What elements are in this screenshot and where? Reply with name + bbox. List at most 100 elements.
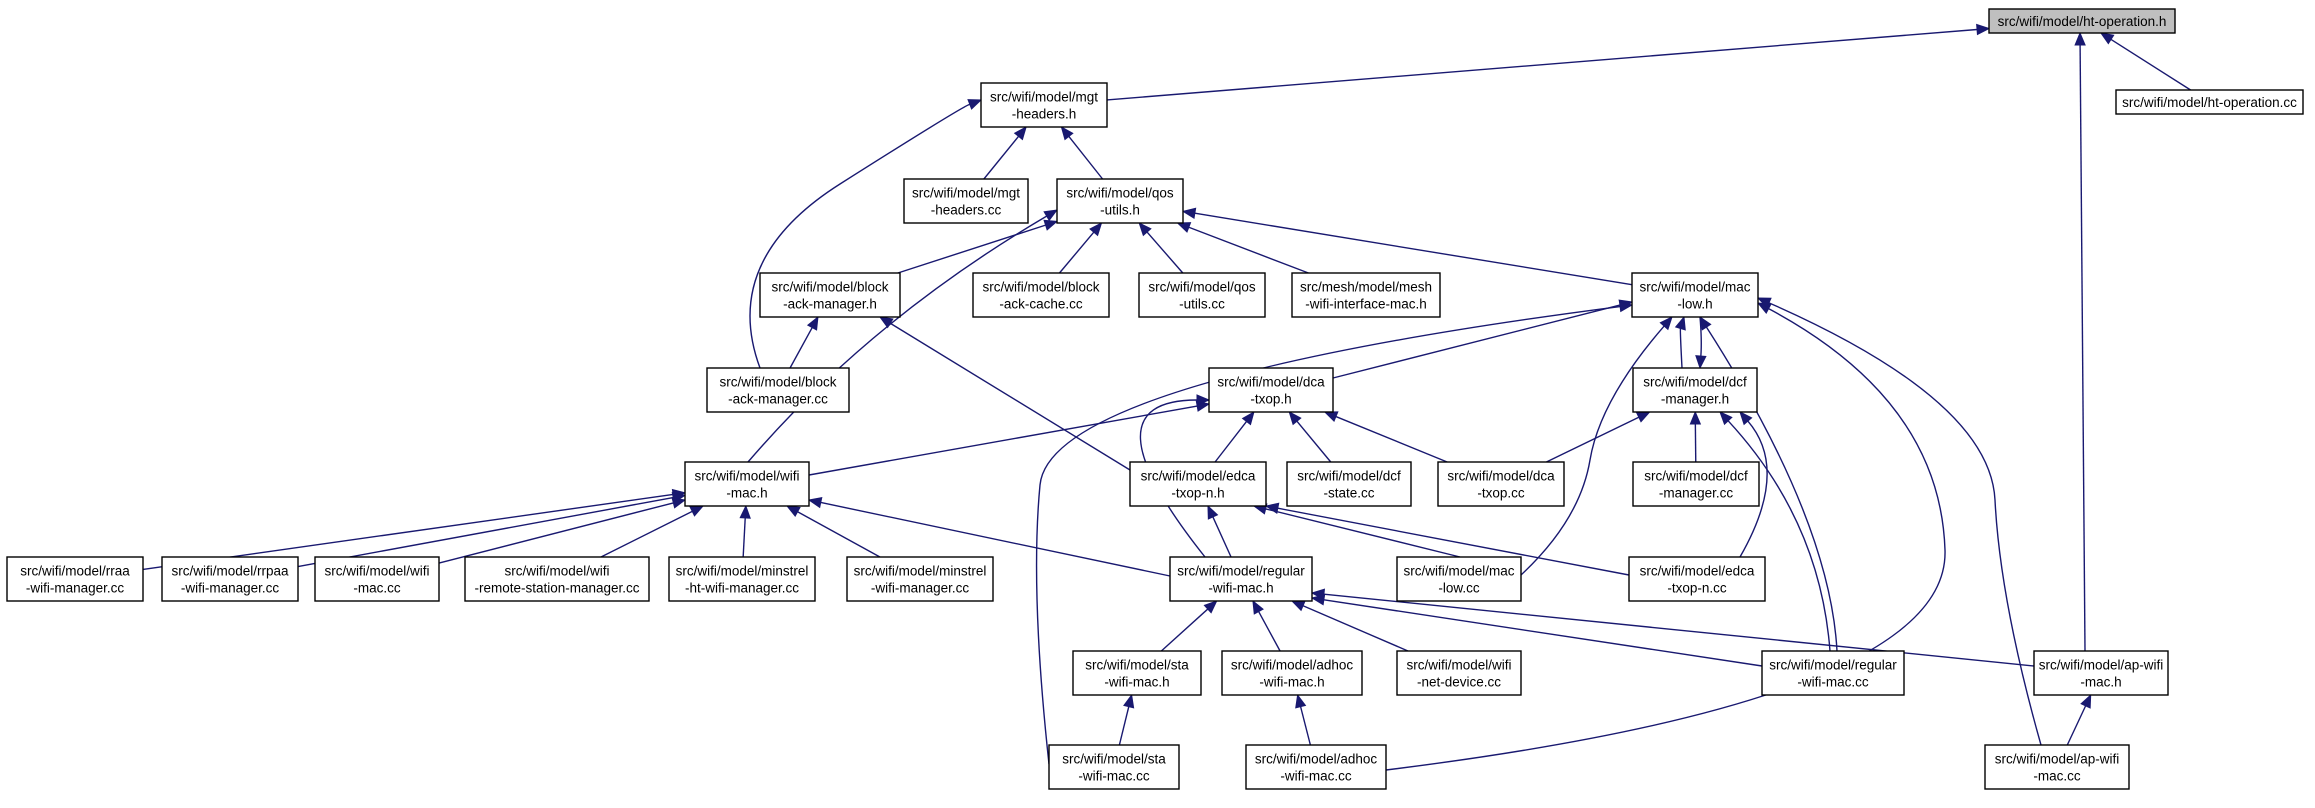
arrowhead [1739,411,1753,426]
edge-maclow-cc-to-edca-h [1252,503,1461,558]
edge-line [1302,605,1409,652]
node-box [684,461,810,507]
node-label-line: -txop-n.cc [1667,581,1727,596]
node-label-line: -mac.h [726,486,767,501]
edge-ap-h-to-reg-h [1310,588,2035,667]
node-label-line: src/wifi/model/minstrel [854,564,987,579]
node-bam-h[interactable]: src/wifi/model/block-ack-manager.h [759,272,901,318]
arrowhead [806,315,819,331]
node-bam-cc[interactable]: src/wifi/model/block-ack-manager.cc [706,367,850,413]
arrowhead [1699,315,1712,331]
edge-mgt-cc-to-mgt-h [983,125,1027,180]
edge-line [1299,706,1312,746]
node-label-line: -ht-wifi-manager.cc [685,581,799,596]
node-sta-cc[interactable]: src/wifi/model/sta-wifi-mac.cc [1048,744,1180,790]
edge-adhoc-cc-to-adhoc-h [1295,693,1312,746]
node-label-line: src/wifi/model/sta [1062,752,1166,767]
edge-line [1679,328,1683,369]
node-box [1048,744,1180,790]
node-wmac-cc[interactable]: src/wifi/model/wifi-mac.cc [314,556,440,602]
node-label-line: -txop.h [1250,392,1291,407]
node-label-line: -wifi-mac.h [1208,581,1273,596]
arrowhead [1695,355,1707,370]
node-qos-cc[interactable]: src/wifi/model/qos-utils.cc [1138,272,1266,318]
edge-line [438,502,674,564]
edge-rsm-cc-to-wmac-h [600,505,705,558]
node-label-line: -wifi-interface-mac.h [1305,297,1427,312]
node-label-line: src/wifi/model/mac [1639,280,1750,295]
node-box [1221,650,1363,696]
node-rsm-cc[interactable]: src/wifi/model/wifi-remote-station-manag… [464,556,650,602]
edge-line [1332,304,1621,379]
edge-reg-h-to-edca-h [1207,504,1232,558]
edge-line [1035,305,1621,765]
node-ap-cc[interactable]: src/wifi/model/ap-wifi-mac.cc [1984,744,2130,790]
edge-line [1194,212,1633,286]
arrowhead [1207,504,1219,520]
node-reg-h[interactable]: src/wifi/model/regular-wifi-mac.h [1169,556,1313,602]
edge-ap-cc-to-ap-h [2066,693,2092,746]
node-label-line: src/wifi/model/ap-wifi [2039,658,2164,673]
node-mwm-cc[interactable]: src/wifi/model/minstrel-wifi-manager.cc [846,556,994,602]
node-box [1988,8,2176,34]
arrowhead [1756,297,1772,309]
edge-edca-h-to-dca-h [1214,410,1255,463]
arrowhead [878,316,894,329]
node-dcfm-cc[interactable]: src/wifi/model/dcf-manager.cc [1632,461,1760,507]
edge-maclow-h-to-qos-h [1181,207,1633,286]
node-label-line: -utils.h [1100,203,1140,218]
node-mgt-h[interactable]: src/wifi/model/mgt-headers.h [980,82,1108,128]
node-label-line: src/wifi/model/block [771,280,888,295]
node-ap-h[interactable]: src/wifi/model/ap-wifi-mac.h [2033,650,2169,696]
node-dca-h[interactable]: src/wifi/model/dca-txop.h [1208,367,1334,413]
node-bac-cc[interactable]: src/wifi/model/block-ack-cache.cc [972,272,1110,318]
node-mgt-cc[interactable]: src/wifi/model/mgt -headers.cc [903,178,1029,224]
node-adhoc-cc[interactable]: src/wifi/model/adhoc-wifi-mac.cc [1245,744,1387,790]
node-ht-h[interactable]: src/wifi/model/ht-operation.h [1988,8,2176,34]
node-rrpaa-cc[interactable]: src/wifi/model/rrpaa-wifi-manager.cc [161,556,299,602]
node-mesh-cc[interactable]: src/mesh/model/mesh-wifi-interface-mac.h [1291,272,1441,318]
arrowhead [1196,394,1211,406]
edge-line [1739,420,1768,558]
node-label-line: src/wifi/model/adhoc [1255,752,1378,767]
node-edca-cc[interactable]: src/wifi/model/edca-txop-n.cc [1628,556,1766,602]
edge-bam-h-to-qos-h [897,219,1059,274]
nodes-layer: src/wifi/model/ht-operation.h src/wifi/mo… [6,8,2304,790]
node-label-line: src/wifi/model/dcf [1643,375,1747,390]
node-qos-h[interactable]: src/wifi/model/qos -utils.h [1056,178,1184,224]
node-netdev-cc[interactable]: src/wifi/model/wifi-net-device.cc [1396,650,1522,696]
node-label-line: src/wifi/model/dca [1447,469,1555,484]
node-label-line: -ack-cache.cc [999,297,1083,312]
node-maclow-h[interactable]: src/wifi/model/mac-low.h [1631,272,1759,318]
edge-line [297,496,674,568]
node-reg-cc[interactable]: src/wifi/model/regular-wifi-mac.cc [1761,650,1905,696]
node-wmac-h[interactable]: src/wifi/model/wifi-mac.h [684,461,810,507]
edge-dcfm-h-to-maclow-h [1674,315,1686,369]
node-label-line: src/wifi/model/qos [1148,280,1256,295]
arrowhead [1203,600,1218,614]
node-label-line: -wifi-manager.cc [26,581,125,596]
node-dca-cc[interactable]: src/wifi/model/dca-txop.cc [1437,461,1565,507]
node-label-line: src/wifi/model/mgt [912,186,1020,201]
node-label-line: -headers.cc [931,203,1002,218]
edge-reg-h-to-dca-h [1139,394,1211,558]
edge-line [889,322,1131,471]
node-label-line: src/wifi/model/qos [1066,186,1174,201]
node-box [6,556,144,602]
edge-sta-h-to-reg-h [1160,600,1218,652]
node-adhoc-h[interactable]: src/wifi/model/adhoc-wifi-mac.h [1221,650,1363,696]
node-rraa-cc[interactable]: src/wifi/model/rraa-wifi-manager.cc [6,556,144,602]
node-box [1396,650,1522,696]
node-mht-cc[interactable]: src/wifi/model/minstrel-ht-wifi-manager.… [668,556,816,602]
edge-mht-cc-to-wmac-h [739,504,751,558]
node-dcfs-cc[interactable]: src/wifi/model/dcf-state.cc [1286,461,1412,507]
edge-line [1335,415,1448,463]
edge-line [1188,226,1309,274]
node-maclow-cc[interactable]: src/wifi/model/mac-low.cc [1396,556,1522,602]
node-dcfm-h[interactable]: src/wifi/model/dcf-manager.h [1632,367,1758,413]
node-sta-h[interactable]: src/wifi/model/sta-wifi-mac.h [1072,650,1202,696]
node-ht-cc[interactable]: src/wifi/model/ht-operation.cc [2115,89,2304,115]
node-edca-h[interactable]: src/wifi/model/edca-txop-n.h [1129,461,1267,507]
node-label-line: -mac.cc [2033,769,2081,784]
edge-line [1768,302,2042,746]
